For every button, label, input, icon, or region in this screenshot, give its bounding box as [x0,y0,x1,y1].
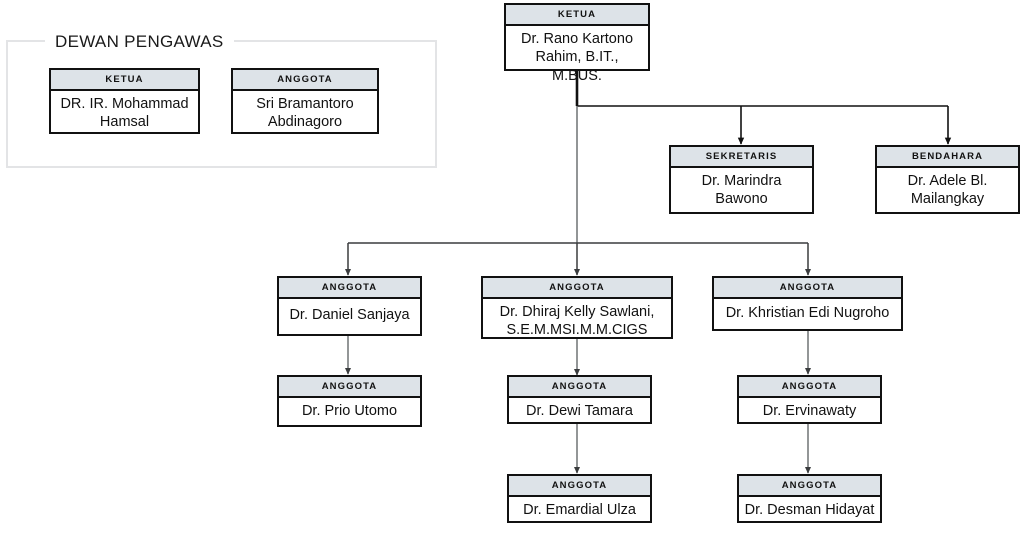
node-name: Dr. Desman Hidayat [744,501,875,518]
node-role: ANGGOTA [739,377,880,398]
node-anggota-emardial-ulza[interactable]: ANGGOTA Dr. Emardial Ulza [507,474,652,523]
node-role: ANGGOTA [739,476,880,497]
node-role: ANGGOTA [509,377,650,398]
node-name: Dr. Adele Bl. Mailangkay [907,172,988,208]
node-role: BENDAHARA [877,147,1018,168]
node-name: Dr. Dhiraj Kelly Sawlani, S.E.M.MSI.M.M.… [499,303,655,339]
node-role: KETUA [506,5,648,26]
node-bendahara[interactable]: BENDAHARA Dr. Adele Bl. Mailangkay [875,145,1020,214]
node-name: Sri Bramantoro Abdinagoro [256,95,354,131]
node-name: Dr. Khristian Edi Nugroho [725,304,890,321]
node-name: Dr. Emardial Ulza [523,501,636,518]
node-anggota-dewi-tamara[interactable]: ANGGOTA Dr. Dewi Tamara [507,375,652,424]
node-sekretaris[interactable]: SEKRETARIS Dr. Marindra Bawono [669,145,814,214]
node-role: ANGGOTA [483,278,671,299]
node-role: SEKRETARIS [671,147,812,168]
node-role: KETUA [51,70,198,91]
node-role: ANGGOTA [279,377,420,398]
node-ketua[interactable]: KETUA Dr. Rano Kartono Rahim, B.IT., M.B… [504,3,650,84]
node-role: ANGGOTA [509,476,650,497]
dewan-pengawas-legend: DEWAN PENGAWAS [45,33,234,50]
node-name: DR. IR. Mohammad Hamsal [60,95,189,131]
node-anggota-dhiraj-kelly-sawlani[interactable]: ANGGOTA Dr. Dhiraj Kelly Sawlani, S.E.M.… [481,276,673,339]
node-anggota-daniel-sanjaya[interactable]: ANGGOTA Dr. Daniel Sanjaya [277,276,422,336]
node-anggota-desman-hidayat[interactable]: ANGGOTA Dr. Desman Hidayat [737,474,882,523]
node-role: ANGGOTA [233,70,377,91]
node-dewan-ketua[interactable]: KETUA DR. IR. Mohammad Hamsal [49,68,200,134]
node-name: Dr. Prio Utomo [301,402,398,419]
node-role: ANGGOTA [714,278,901,299]
node-anggota-prio-utomo[interactable]: ANGGOTA Dr. Prio Utomo [277,375,422,427]
node-anggota-ervinawaty[interactable]: ANGGOTA Dr. Ervinawaty [737,375,882,424]
node-name: Dr. Marindra Bawono [701,172,782,208]
node-dewan-anggota[interactable]: ANGGOTA Sri Bramantoro Abdinagoro [231,68,379,134]
node-name: Dr. Ervinawaty [762,402,857,419]
node-role: ANGGOTA [279,278,420,299]
node-anggota-khristian-edi-nugroho[interactable]: ANGGOTA Dr. Khristian Edi Nugroho [712,276,903,331]
node-name: Dr. Daniel Sanjaya [289,307,410,324]
node-name: Dr. Rano Kartono Rahim, B.IT., M.BUS. [520,30,634,84]
node-name: Dr. Dewi Tamara [526,402,633,419]
